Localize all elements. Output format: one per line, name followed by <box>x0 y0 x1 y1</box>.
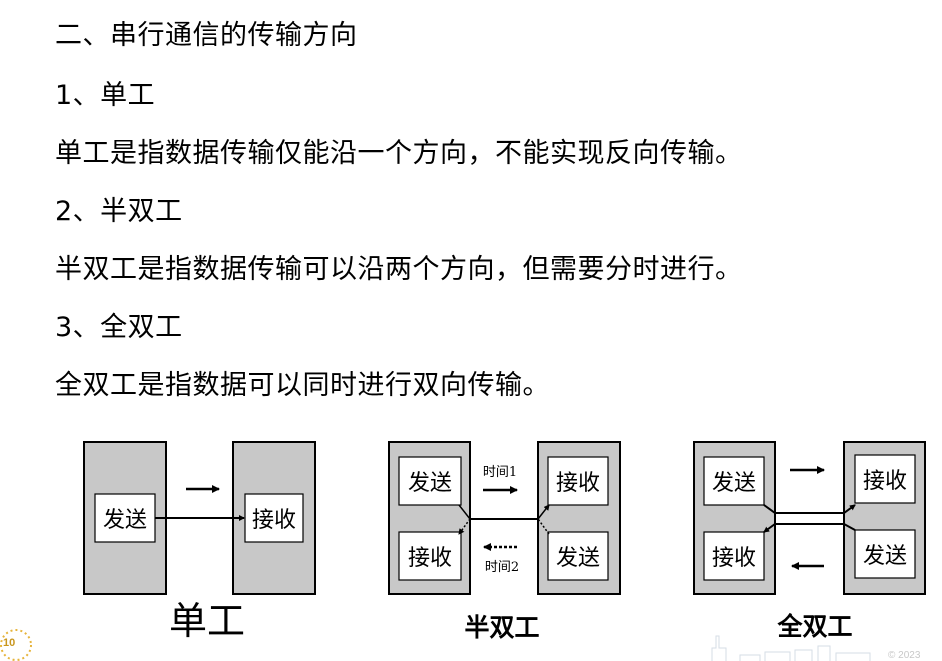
full-duplex-caption: 全双工 <box>776 612 852 641</box>
page-number: 10 <box>3 637 16 649</box>
half-duplex-right-receive-box <box>547 456 609 506</box>
simplex-send-label: 发送 <box>103 508 147 533</box>
full-duplex-right-send-box <box>854 529 916 579</box>
half-duplex-caption: 半双工 <box>464 613 539 642</box>
simplex-caption: 单工 <box>169 599 245 643</box>
full-duplex-right-send-label: 发送 <box>863 544 907 569</box>
half-duplex-description: 半双工是指数据传输可以沿两个方向，但需要分时进行。 <box>55 254 743 285</box>
half-duplex-time2-label: 时间2 <box>485 560 519 575</box>
half-duplex-left-send-label: 发送 <box>408 471 452 496</box>
half-duplex-right-solid-link <box>537 504 550 520</box>
half-duplex-right-dotted-link <box>537 518 550 535</box>
simplex-diagram: 发送 接收 单工 <box>83 441 316 643</box>
simplex-receive-label: 接收 <box>252 508 296 533</box>
full-duplex-left-receive-box <box>703 531 765 581</box>
full-duplex-left-send-label: 发送 <box>712 471 756 496</box>
simplex-description: 单工是指数据传输仅能沿一个方向，不能实现反向传输。 <box>55 138 743 169</box>
full-duplex-right-receive-label: 接收 <box>863 469 907 494</box>
half-duplex-left-dotted-link <box>458 518 471 535</box>
simplex-receive-box <box>244 493 304 543</box>
full-duplex-backward-line <box>763 523 856 533</box>
half-duplex-title: 2、半双工 <box>55 196 183 227</box>
half-duplex-time1-label: 时间1 <box>483 465 517 480</box>
page-badge-icon <box>0 629 32 661</box>
half-duplex-left-solid-link <box>458 504 471 520</box>
half-duplex-right-send-box <box>547 531 609 581</box>
copyright-text: © 2023 <box>888 650 921 661</box>
half-duplex-right-receive-label: 接收 <box>556 471 600 496</box>
half-duplex-left-receive-box <box>398 531 462 581</box>
full-duplex-title: 3、全双工 <box>55 312 183 343</box>
half-duplex-right-send-label: 发送 <box>556 546 600 571</box>
simplex-send-box <box>94 493 156 543</box>
section-heading: 二、串行通信的传输方向 <box>55 20 358 51</box>
half-duplex-left-send-box <box>398 456 462 506</box>
full-duplex-left-send-box <box>703 456 765 506</box>
full-duplex-diagram: 发送 接收 接收 发送 全双工 <box>693 441 926 641</box>
simplex-title: 1、单工 <box>55 80 156 111</box>
full-duplex-forward-line <box>763 504 856 514</box>
half-duplex-left-receive-label: 接收 <box>408 546 452 571</box>
half-duplex-diagram: 发送 接收 接收 发送 时间1 时间2 半双工 <box>388 441 621 642</box>
full-duplex-right-receive-box <box>854 454 916 504</box>
full-duplex-description: 全双工是指数据可以同时进行双向传输。 <box>55 370 550 401</box>
full-duplex-left-receive-label: 接收 <box>712 546 756 571</box>
skyline-watermark-icon <box>711 635 871 661</box>
